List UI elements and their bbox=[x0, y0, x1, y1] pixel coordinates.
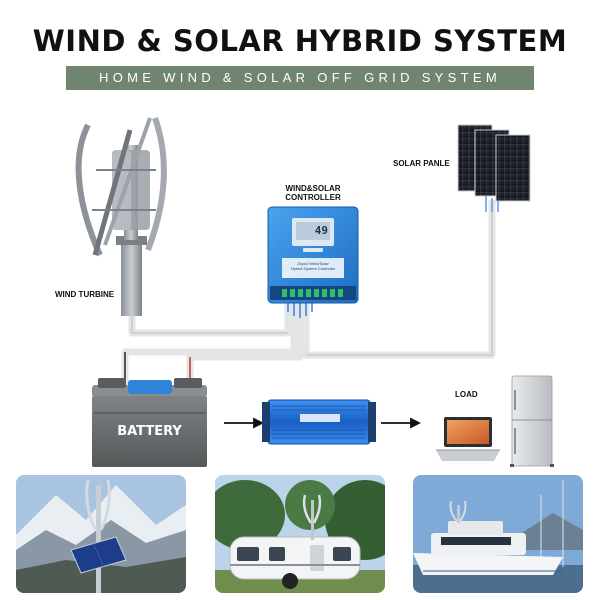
controller-panel-text: 24pc4 Wind/Solar Hybrid System Controlle… bbox=[290, 261, 336, 271]
photo-yacht-installation bbox=[413, 475, 583, 593]
wind-turbine-icon bbox=[75, 116, 167, 316]
page-subtitle: HOME WIND & SOLAR OFF GRID SYSTEM bbox=[99, 70, 501, 85]
solar-panel-label: SOLAR PANLE bbox=[393, 159, 450, 168]
controller-icon bbox=[267, 206, 359, 304]
laptop-icon bbox=[436, 417, 500, 461]
wind-turbine-label: WIND TURBINE bbox=[55, 290, 115, 299]
inverter-icon bbox=[262, 399, 376, 445]
load-label: LOAD bbox=[455, 390, 478, 399]
page-title: WIND & SOLAR HYBRID SYSTEM bbox=[32, 24, 568, 58]
photo-caravan-installation bbox=[215, 475, 385, 593]
controller-display-value: 49 bbox=[314, 224, 328, 237]
fridge-icon bbox=[510, 375, 554, 467]
flow-arrows bbox=[224, 417, 422, 429]
battery-icon bbox=[92, 378, 207, 467]
subtitle-banner bbox=[66, 66, 534, 90]
controller-label: WIND&SOLAR CONTROLLER bbox=[285, 184, 341, 202]
solar-panel-icon bbox=[457, 124, 531, 212]
photo-snowy-mountain-installation bbox=[16, 475, 186, 593]
battery-label: BATTERY bbox=[117, 424, 182, 439]
